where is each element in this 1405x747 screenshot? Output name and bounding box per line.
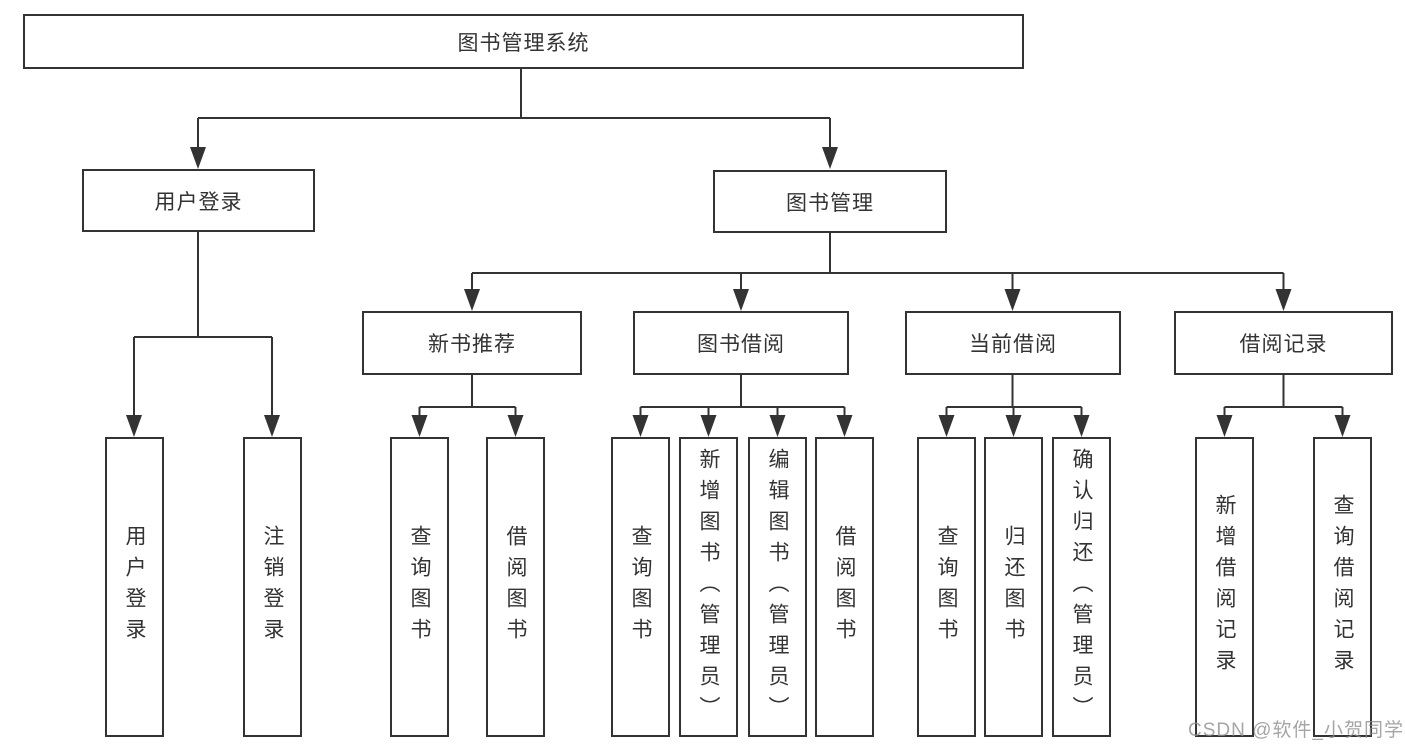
node-label: 查询图书 [935,525,958,649]
node-book-borrowing: 图书借阅 [633,311,849,375]
watermark: CSDN @软件_小贺同学 [1188,720,1404,741]
node-label: 借阅记录 [1239,333,1328,356]
node-user-login-leaf: 用户登录 [105,437,164,737]
node-confirm-return-admin: 确认归还（管理员） [1052,437,1111,737]
node-label: 新增借阅记录 [1213,494,1236,680]
node-label: 新书推荐 [428,333,516,356]
node-label: 新增图书（管理员） [697,447,720,727]
node-label: 图书管理系统 [457,31,590,55]
node-book-management: 图书管理 [713,170,947,233]
node-label: 图书管理 [786,191,874,215]
node-label: 查询借阅记录 [1331,494,1354,680]
node-label: 用户登录 [123,525,146,649]
node-label: 注销登录 [261,525,284,649]
node-borrowing-records: 借阅记录 [1174,311,1393,375]
node-add-borrow-record: 新增借阅记录 [1195,437,1254,737]
node-borrow-books-leaf: 借阅图书 [815,437,874,737]
node-query-books-borrowing: 查询图书 [611,437,670,737]
node-user-login: 用户登录 [82,169,315,232]
node-label: 查询图书 [629,525,652,649]
node-library-management-system: 图书管理系统 [23,14,1024,69]
node-label: 确认归还（管理员） [1070,447,1093,727]
node-query-borrow-record: 查询借阅记录 [1313,437,1372,737]
node-current-borrowing: 当前借阅 [905,311,1121,375]
node-query-books-current: 查询图书 [917,437,976,737]
node-label: 用户登录 [154,190,243,214]
node-label: 查询图书 [408,525,431,649]
arrowheads [126,147,1351,437]
node-label: 借阅图书 [833,525,856,649]
node-label: 图书借阅 [697,333,785,356]
node-label: 归还图书 [1002,525,1025,649]
node-edit-book-admin: 编辑图书（管理员） [748,437,807,737]
node-label: 借阅图书 [504,525,527,649]
node-logout: 注销登录 [243,437,302,737]
node-borrow-books-recommend: 借阅图书 [486,437,545,737]
node-query-books-recommend: 查询图书 [390,437,449,737]
node-new-book-recommend: 新书推荐 [362,311,582,375]
node-label: 编辑图书（管理员） [766,447,789,727]
node-return-book: 归还图书 [984,437,1043,737]
node-label: 当前借阅 [969,333,1057,356]
node-add-book-admin: 新增图书（管理员） [679,437,738,737]
